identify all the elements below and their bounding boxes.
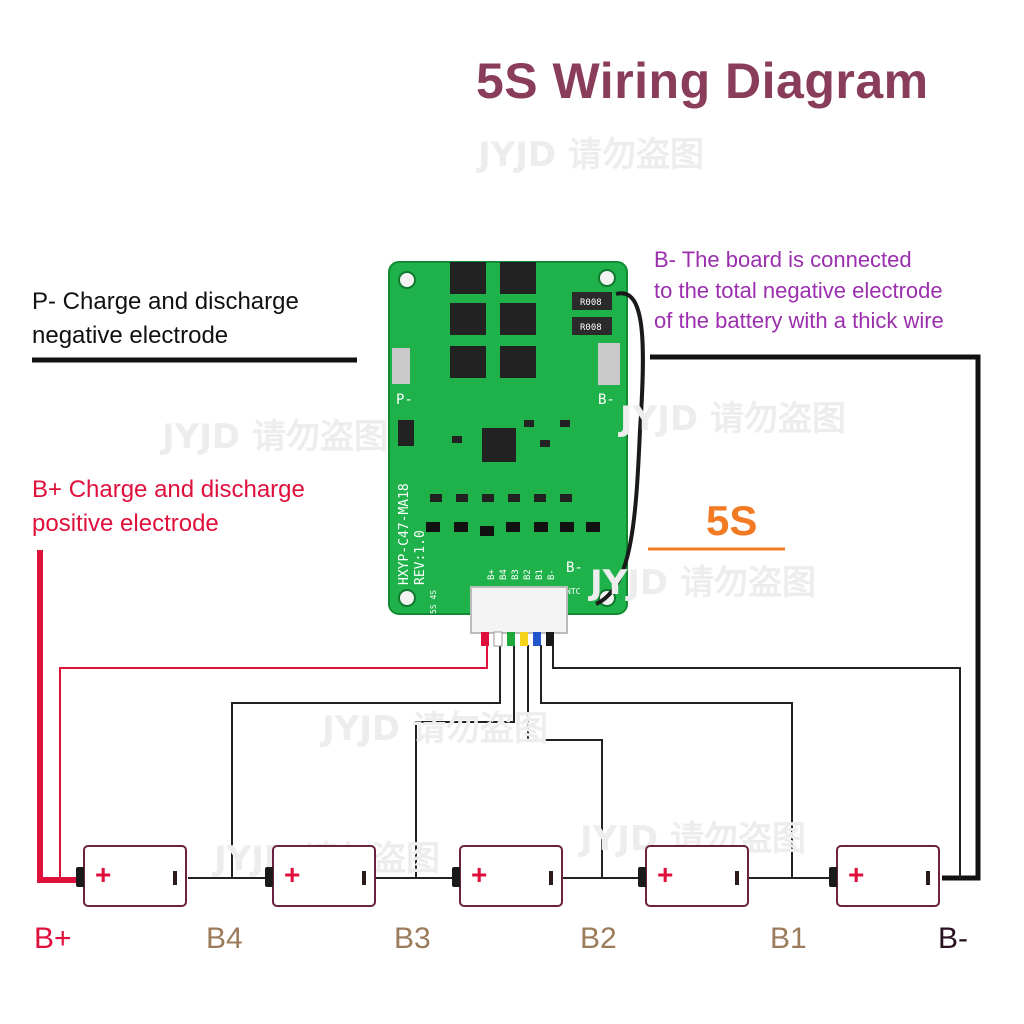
b-minus-note-line3: of the battery with a thick wire bbox=[654, 308, 944, 333]
plus-sign-icon: + bbox=[848, 859, 865, 890]
battery-cell: + bbox=[452, 845, 563, 907]
balance-wire-b3 bbox=[415, 645, 515, 878]
shunt-resistor-2 bbox=[572, 317, 612, 335]
shunt-label-1: R008 bbox=[580, 298, 602, 308]
balance-connector bbox=[470, 586, 568, 634]
pin-green bbox=[507, 632, 515, 646]
b-minus-note-line1: B- The board is connected bbox=[654, 247, 912, 272]
battery-cell: + bbox=[829, 845, 940, 907]
pad-b-minus bbox=[598, 343, 620, 385]
b-plus-label-line2: positive electrode bbox=[32, 510, 219, 537]
mosfet-3 bbox=[450, 303, 486, 335]
mount-hole-tr bbox=[598, 269, 616, 287]
pin-label: B3 bbox=[511, 569, 521, 580]
balance-wire-b2 bbox=[527, 645, 603, 878]
shunt-label-2: R008 bbox=[580, 323, 602, 333]
cell-positive-terminal bbox=[638, 867, 646, 887]
component-row-1 bbox=[426, 420, 600, 536]
pcb-label-b-minus-2: B- bbox=[566, 560, 583, 576]
pin-blue bbox=[533, 632, 541, 646]
plus-sign-icon: + bbox=[95, 859, 112, 890]
watermark-text: JYJD 请勿盗图 bbox=[322, 709, 548, 749]
minus-sign-icon bbox=[549, 871, 553, 885]
mosfet-6 bbox=[500, 346, 536, 378]
watermark-text: JYJD 请勿盗图 bbox=[162, 417, 388, 457]
series-count-label: 5S bbox=[706, 497, 758, 544]
mosfet-2 bbox=[500, 262, 536, 294]
b-minus-thick-wire bbox=[595, 291, 645, 606]
plus-sign-icon: + bbox=[657, 859, 674, 890]
pin-label: B1 bbox=[535, 569, 545, 580]
pad-p-minus bbox=[392, 348, 410, 384]
balance-wire-b1 bbox=[540, 645, 793, 878]
cell-positive-terminal bbox=[265, 867, 273, 887]
shunt-resistor-1 bbox=[572, 292, 612, 310]
ic-small bbox=[398, 420, 414, 446]
mosfet-4 bbox=[500, 303, 536, 335]
ic-main bbox=[482, 428, 516, 462]
watermark-text: JYJD 请勿盗图 bbox=[620, 399, 846, 439]
node-label-b3: B3 bbox=[394, 922, 431, 955]
plus-sign-icon: + bbox=[284, 859, 301, 890]
watermark-text: JYJD 请勿盗图 bbox=[478, 135, 704, 175]
p-minus-label-line1: P- Charge and discharge bbox=[32, 288, 299, 315]
bms-board: R008 R008 B- P- B- HXYP-C47-MA18 REV:1.0 bbox=[388, 261, 645, 647]
board-cells-note: 5S 4S bbox=[429, 590, 438, 614]
page-title: 5S Wiring Diagram bbox=[476, 53, 929, 109]
b-plus-label-line1: B+ Charge and discharge bbox=[32, 476, 305, 503]
balance-wire-b-plus bbox=[59, 645, 488, 880]
pin-white bbox=[493, 631, 503, 647]
pin-label: B4 bbox=[499, 569, 509, 580]
minus-sign-icon bbox=[735, 871, 739, 885]
cell-positive-terminal bbox=[76, 867, 84, 887]
battery-cell: + bbox=[265, 845, 376, 907]
balance-wire-b4 bbox=[231, 645, 501, 878]
minus-sign-icon bbox=[926, 871, 930, 885]
mount-hole-bl bbox=[398, 589, 416, 607]
pin-yellow bbox=[520, 632, 528, 646]
pcb-label-b-minus: B- bbox=[598, 392, 615, 408]
battery-cell: + bbox=[638, 845, 749, 907]
mount-hole-tl bbox=[398, 271, 416, 289]
b-minus-note-line2: to the total negative electrode bbox=[654, 278, 943, 303]
pin-black bbox=[546, 632, 554, 646]
mosfet-1 bbox=[450, 262, 486, 294]
node-label-b1: B1 bbox=[770, 922, 807, 955]
board-model: HXYP-C47-MA18 bbox=[397, 483, 412, 585]
cell-positive-terminal bbox=[829, 867, 837, 887]
node-label-b-minus: B- bbox=[938, 922, 968, 955]
mosfet-5 bbox=[450, 346, 486, 378]
p-minus-label-line2: negative electrode bbox=[32, 322, 229, 349]
node-label-b-plus: B+ bbox=[34, 922, 72, 955]
pin-label: B+ bbox=[487, 569, 497, 580]
plus-sign-icon: + bbox=[471, 859, 488, 890]
battery-cell: + bbox=[76, 845, 187, 907]
pin-red bbox=[481, 632, 489, 646]
board-revision: REV:1.0 bbox=[413, 530, 428, 585]
node-label-b2: B2 bbox=[580, 922, 617, 955]
pin-label: B2 bbox=[523, 569, 533, 580]
node-label-b4: B4 bbox=[206, 922, 243, 955]
balance-wire-b-minus bbox=[552, 645, 961, 878]
minus-sign-icon bbox=[173, 871, 177, 885]
ntc-label: NTC bbox=[566, 587, 581, 596]
pcb-label-p-minus: P- bbox=[396, 392, 413, 408]
cell-positive-terminal bbox=[452, 867, 460, 887]
watermark-text: JYJD 请勿盗图 bbox=[590, 563, 816, 603]
minus-sign-icon bbox=[362, 871, 366, 885]
b-plus-main-wire bbox=[37, 550, 78, 883]
pin-label: B- bbox=[547, 569, 557, 580]
